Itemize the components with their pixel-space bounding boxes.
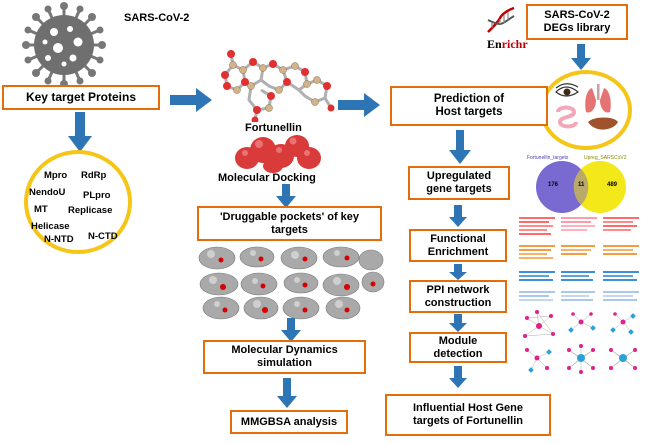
protein-n-ntd: N-NTD	[44, 234, 74, 245]
protein-n-ctd: N-CTD	[88, 231, 118, 242]
ppi-network-image	[523, 310, 637, 374]
arrow-down-md	[281, 318, 301, 342]
protein-circle	[24, 150, 132, 254]
arrow-down-upregulated	[449, 130, 471, 164]
protein-mt: MT	[34, 204, 48, 215]
arrow-down-druggable	[276, 184, 296, 208]
enrichr-logo: Enrichr	[487, 37, 528, 52]
protein-replicase: Replicase	[68, 205, 113, 216]
arrow-down-functional	[449, 205, 467, 227]
venn-mid-count: 11	[578, 182, 585, 188]
protein-pockets-grid-image	[198, 246, 385, 320]
upregulated-targets-box: Upregulated gene targets	[408, 166, 510, 200]
fortunellin-label: Fortunellin	[245, 122, 302, 134]
protein-rdrp: RdRp	[81, 170, 107, 181]
arrow-down-proteins	[68, 112, 92, 152]
venn-right-title: Upreg_SARSCoV2	[584, 155, 627, 161]
molecular-docking-label: Molecular Docking	[218, 172, 316, 184]
protein-helicase: Helicase	[31, 221, 70, 232]
arrow-down-mmgbsa	[277, 378, 297, 408]
venn-left-count: 176	[548, 182, 559, 188]
protein-mpro: Mpro	[44, 170, 68, 181]
enrichr-logo-prefix: En	[487, 37, 502, 51]
functional-enrichment-box: Functional Enrichment	[409, 229, 507, 262]
venn-diagram	[536, 161, 626, 213]
organs-icon	[555, 83, 618, 130]
arrow-down-ppi	[449, 264, 467, 280]
venn-right-count: 489	[607, 182, 618, 188]
degs-library-box: SARS-CoV-2 DEGs library	[526, 4, 628, 40]
venn-left-title: Fortunellin_targets	[527, 155, 569, 161]
protein-nendou: NendoU	[29, 187, 66, 198]
enrichment-results-image	[519, 215, 641, 307]
druggable-pockets-box: 'Druggable pockets' of key targets	[197, 206, 382, 241]
dna-icon	[487, 6, 515, 33]
protein-plpro: PLpro	[83, 190, 111, 201]
arrow-down-module	[449, 314, 467, 332]
arrow-right-2	[338, 93, 380, 117]
ppi-network-box: PPI network construction	[409, 280, 507, 313]
influential-host-genes-box: Influential Host Gene targets of Fortune…	[385, 394, 551, 436]
module-detection-box: Module detection	[409, 332, 507, 363]
key-target-proteins-box: Key target Proteins	[2, 85, 160, 110]
arrow-down-organs	[571, 44, 591, 70]
virus-label: SARS-CoV-2	[124, 12, 190, 24]
mmgbsa-analysis-box: MMGBSA analysis	[230, 410, 348, 434]
molecule-surface-icon	[235, 135, 321, 173]
prediction-host-targets-box: Prediction of Host targets	[390, 86, 548, 126]
molecular-dynamics-box: Molecular Dynamics simulation	[203, 340, 366, 374]
enrichr-logo-suffix: richr	[501, 37, 528, 51]
arrow-right-1	[170, 88, 212, 112]
fortunellin-molecule-icon	[221, 50, 335, 122]
arrow-down-influential	[449, 366, 467, 388]
virus-icon	[22, 2, 106, 88]
